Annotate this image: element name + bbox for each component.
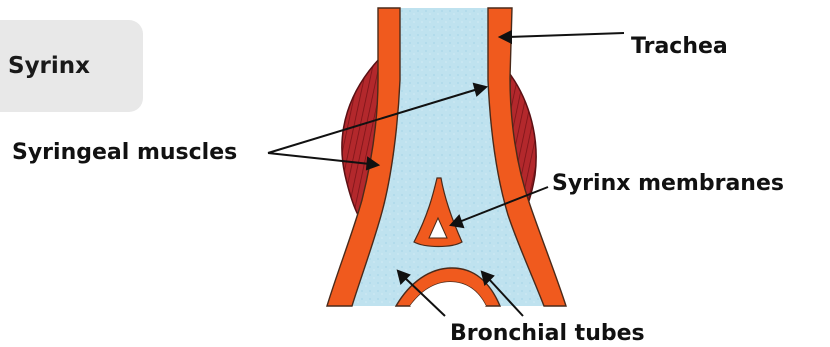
syrinx-membranes-label: Syrinx membranes [552,173,784,195]
title-card: Syrinx [0,20,143,112]
page-title: Syrinx [8,53,90,79]
trachea-pointer [508,33,624,37]
syringeal-muscles-label: Syringeal muscles [12,142,237,164]
trachea-label: Trachea [631,36,728,58]
bronchial-tubes-label: Bronchial tubes [450,323,645,345]
